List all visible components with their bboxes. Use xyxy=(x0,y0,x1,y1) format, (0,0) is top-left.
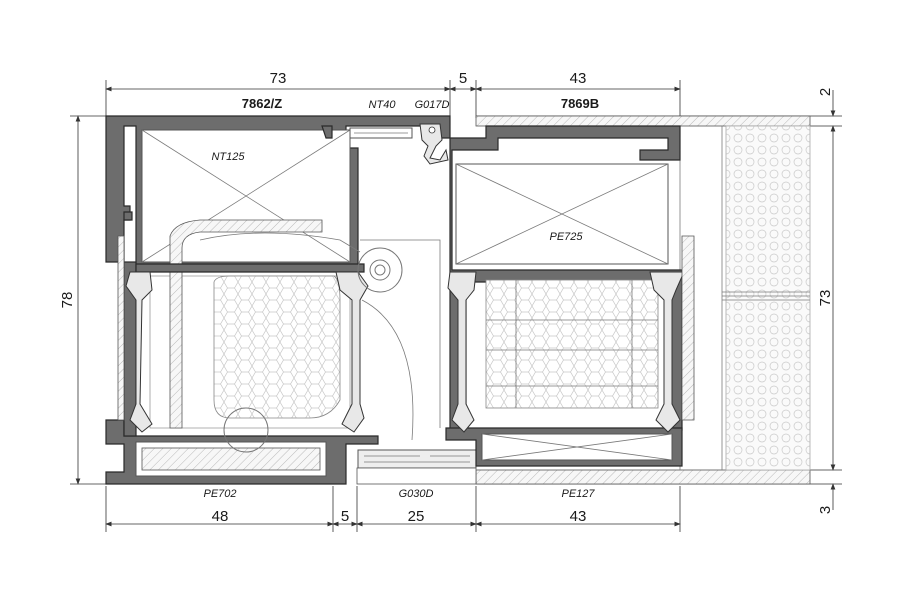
gasket-g017d xyxy=(419,123,449,165)
label-pe702: PE702 xyxy=(203,488,236,500)
label-pe725: PE725 xyxy=(549,231,583,243)
dim-bottom-4: 43 xyxy=(570,508,587,525)
profile-right xyxy=(445,125,695,467)
dim-bottom-1: 48 xyxy=(212,508,229,525)
label-nt40: NT40 xyxy=(369,99,397,111)
label-frame-left: 7862/Z xyxy=(242,96,283,111)
dim-right-height: 73 xyxy=(817,290,834,307)
dim-top-right: 43 xyxy=(570,70,587,87)
label-frame-right: 7869B xyxy=(561,96,599,111)
dim-left-height: 78 xyxy=(59,292,76,309)
dim-right-top: 2 xyxy=(817,88,834,96)
dim-bottom-2: 5 xyxy=(341,508,349,525)
dim-top-mid: 5 xyxy=(459,70,467,87)
label-nt125: NT125 xyxy=(211,151,245,163)
label-g017d: G017D xyxy=(415,99,450,111)
label-g030d: G030D xyxy=(399,488,434,500)
dim-top-left: 73 xyxy=(270,70,287,87)
profile-left xyxy=(105,115,451,485)
dim-bottom-3: 25 xyxy=(408,508,425,525)
label-pe127: PE127 xyxy=(561,488,595,500)
dim-right-bottom: 3 xyxy=(817,506,834,514)
connector-g030d xyxy=(356,449,477,485)
